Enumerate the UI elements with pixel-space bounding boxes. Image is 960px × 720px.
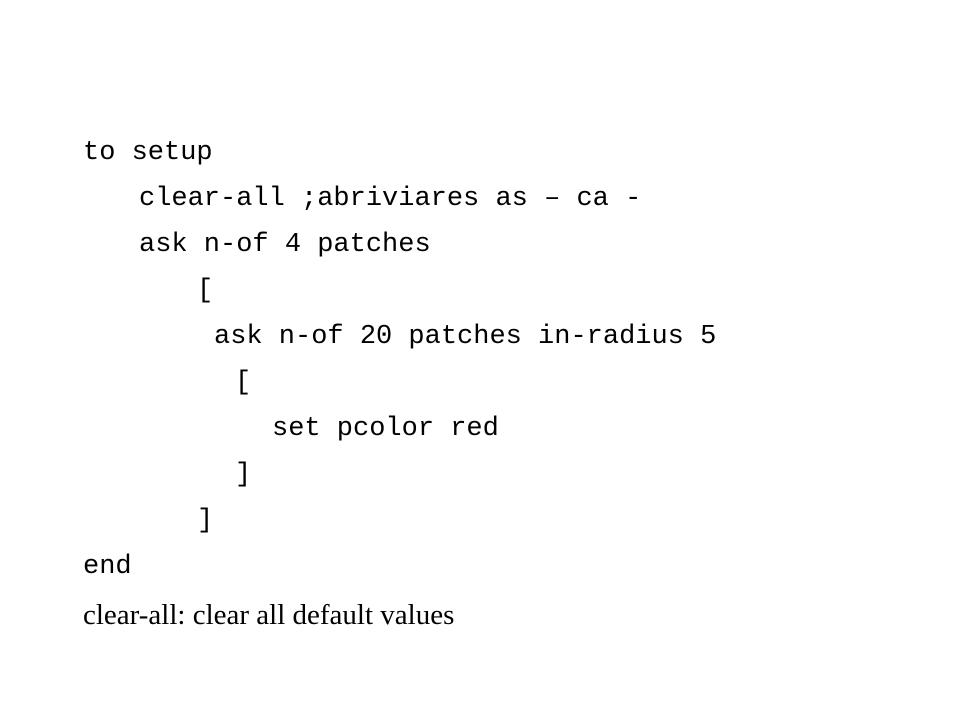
code-line-ask-patches: ask n-of 4 patches xyxy=(139,230,431,260)
code-line-close-bracket-inner: ] xyxy=(235,460,252,490)
code-line-ask-in-radius: ask n-of 20 patches in-radius 5 xyxy=(214,322,717,352)
code-line-open-bracket-inner: [ xyxy=(235,368,252,398)
code-line-set-pcolor: set pcolor red xyxy=(272,414,499,444)
code-line-clear-all: clear-all ;abriviares as – ca - xyxy=(139,184,642,214)
code-line-open-bracket-outer: [ xyxy=(197,276,214,306)
explanation-note: clear-all: clear all default values xyxy=(83,599,455,631)
code-line-to-setup: to setup xyxy=(83,138,213,168)
code-line-end: end xyxy=(83,552,132,582)
code-line-close-bracket-outer: ] xyxy=(197,506,214,536)
